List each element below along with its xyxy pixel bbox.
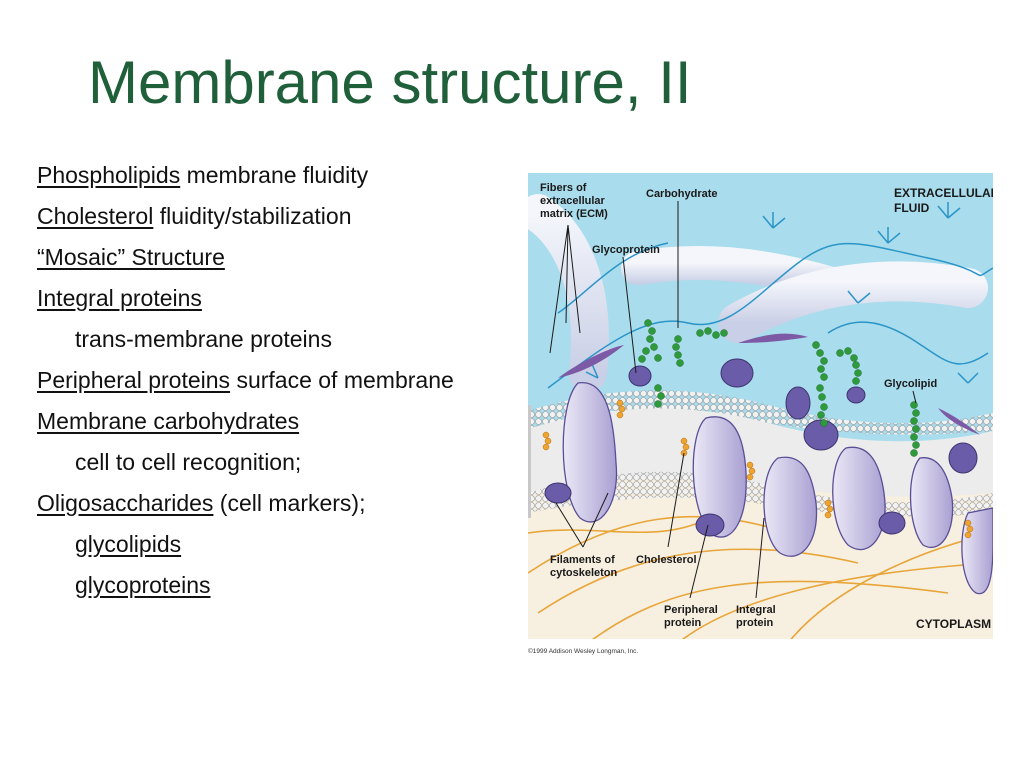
cholesterol-desc: fluidity/stabilization <box>153 203 352 229</box>
carbohydrate-chains <box>638 319 920 457</box>
leader-lines <box>549 201 917 599</box>
glycolipids-term: glycolipids <box>75 531 182 557</box>
carbs-term: Membrane carbohydrates <box>37 408 300 434</box>
label-fibers-1: Fibers of <box>540 182 587 194</box>
label-cholesterol: Cholesterol <box>636 554 697 566</box>
bullet-cholesterol: Cholesterol fluidity/stabilization <box>37 199 507 233</box>
integral-proteins <box>562 382 994 595</box>
mosaic-term: “Mosaic” Structure <box>37 244 225 270</box>
copyright-text: ©1999 Addison Wesley Longman, Inc. <box>528 647 638 655</box>
label-extracellular-2: FLUID <box>894 201 930 215</box>
label-glycolipid: Glycolipid <box>884 378 937 390</box>
bullet-integral-sub: trans-membrane proteins <box>37 322 507 356</box>
label-integral-2: protein <box>736 617 774 629</box>
bullet-integral: Integral proteins <box>37 281 507 315</box>
oligo-desc: (cell markers); <box>213 490 366 516</box>
bullet-carbs: Membrane carbohydrates <box>37 404 507 438</box>
bullet-carbs-sub: cell to cell recognition; <box>37 445 507 479</box>
phospholipids-term: Phospholipids <box>37 162 181 188</box>
peripheral-desc: surface of membrane <box>230 367 454 393</box>
integral-sub-text: trans-membrane proteins <box>75 326 332 352</box>
label-filaments-1: Filaments of <box>550 554 615 566</box>
bullet-glycoproteins: glycoproteins <box>37 568 507 602</box>
glycoproteins-term: glycoproteins <box>75 572 211 598</box>
label-peripheral-1: Peripheral <box>664 604 718 616</box>
carbs-sub-text: cell to cell recognition; <box>75 449 302 475</box>
bullet-peripheral: Peripheral proteins surface of membrane <box>37 363 507 397</box>
peripheral-proteins <box>544 358 978 537</box>
bullet-list: Phospholipids membrane fluidity Choleste… <box>37 158 507 609</box>
integral-term: Integral proteins <box>37 285 202 311</box>
label-glycoprotein: Glycoprotein <box>592 244 660 256</box>
bullet-oligo: Oligosaccharides (cell markers); <box>37 486 507 520</box>
ecm-network <box>547 202 994 389</box>
label-cytoplasm: CYTOPLASM <box>916 617 991 631</box>
membrane-diagram: Fibers of extracellular matrix (ECM) Car… <box>519 173 1000 658</box>
peripheral-term: Peripheral proteins <box>37 367 231 393</box>
ecm-spindles <box>558 333 980 435</box>
cytoskeleton-filaments <box>527 515 994 644</box>
ecm-fiber <box>718 261 988 343</box>
cholesterol-molecules <box>542 399 974 539</box>
membrane-diagram-svg: Fibers of extracellular matrix (ECM) Car… <box>519 173 1000 658</box>
bullet-glycolipids: glycolipids <box>37 527 507 561</box>
bullet-mosaic: “Mosaic” Structure <box>37 240 507 274</box>
bullet-phospholipids: Phospholipids membrane fluidity <box>37 158 507 192</box>
ecm-fiber <box>519 194 609 392</box>
label-carbohydrate: Carbohydrate <box>646 188 718 200</box>
oligo-term: Oligosaccharides <box>37 490 214 516</box>
label-fibers-2: extracellular <box>540 195 606 207</box>
label-fibers-3: matrix (ECM) <box>540 208 608 220</box>
page-title: Membrane structure, II <box>88 49 692 116</box>
label-peripheral-2: protein <box>664 617 702 629</box>
label-extracellular-1: EXTRACELLULAR <box>894 186 993 200</box>
label-integral-1: Integral <box>736 604 776 616</box>
label-filaments-2: cytoskeleton <box>550 567 618 579</box>
cholesterol-term: Cholesterol <box>37 203 154 229</box>
bilayer-outer-leaflet <box>528 390 993 435</box>
phospholipids-desc: membrane fluidity <box>180 162 369 188</box>
caption-bar <box>528 639 993 658</box>
